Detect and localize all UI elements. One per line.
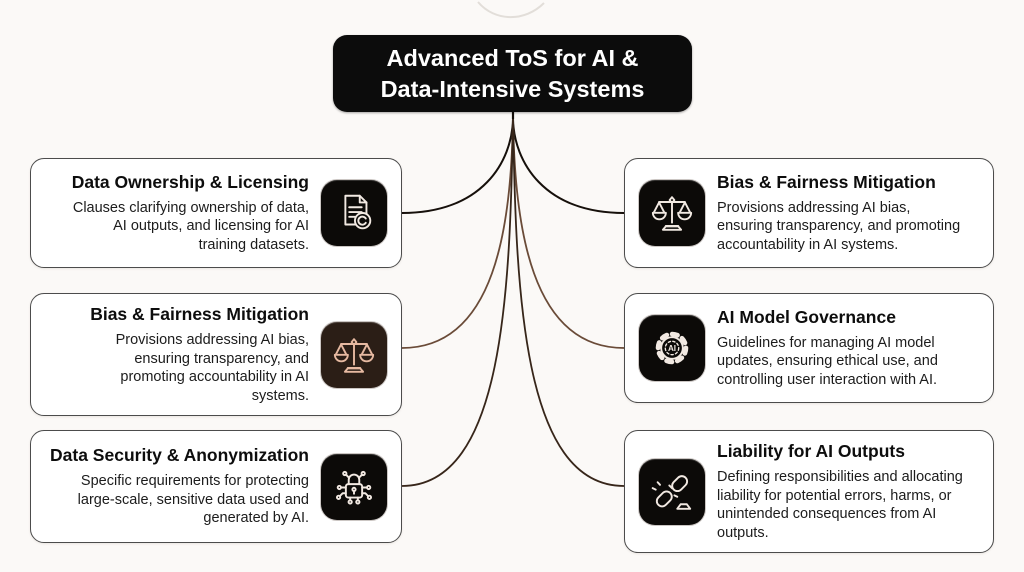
card-heading: Bias & Fairness Mitigation (90, 304, 309, 324)
scales-of-justice-icon (321, 321, 387, 388)
card-data-security-anonymization: Data Security & Anonymization Specific r… (30, 430, 402, 543)
connector-right-top (512, 118, 625, 214)
card-data-ownership-licensing: Data Ownership & Licensing Clauses clari… (30, 158, 402, 268)
root-node: Advanced ToS for AI & Data-Intensive Sys… (333, 35, 692, 112)
card-heading: Data Security & Anonymization (50, 445, 309, 466)
chain-broken-icon (639, 458, 705, 525)
lock-circuit-icon (321, 453, 387, 520)
card-liability-ai-outputs: Liability for AI Outputs Defining respon… (624, 430, 994, 554)
card-body: Defining responsibilities and allocating… (717, 469, 963, 541)
top-faint-arc (477, 1, 545, 19)
gear-ai-icon: AI (639, 315, 705, 381)
card-heading: AI Model Governance (717, 306, 896, 327)
connector-right-bottom (512, 118, 625, 487)
card-ai-model-governance: AI AI Model Governance Guidelines for ma… (624, 293, 994, 403)
card-body: Clauses clarifying ownership of data, AI… (72, 199, 309, 253)
card-heading: Data Ownership & Licensing (71, 171, 309, 192)
scales-of-justice-icon (639, 180, 705, 246)
connector-left-middle (401, 118, 514, 349)
gear-ai-label: AI (668, 344, 676, 353)
document-copyright-icon (321, 180, 387, 246)
card-body: Provisions addressing AI bias, ensuring … (717, 199, 961, 253)
card-body: Provisions addressing AI bias, ensuring … (115, 332, 309, 404)
root-title-line1: Advanced ToS for AI & (386, 44, 639, 71)
card-bias-fairness-mitigation-left: Bias & Fairness Mitigation Provisions ad… (30, 293, 402, 417)
connector-right-middle (512, 118, 625, 349)
card-bias-fairness-mitigation-right: Bias & Fairness Mitigation Provisions ad… (624, 158, 994, 268)
card-heading: Bias & Fairness Mitigation (717, 171, 936, 192)
card-body: Guidelines for managing AI model updates… (717, 334, 938, 388)
connector-left-bottom (401, 118, 514, 487)
card-heading: Liability for AI Outputs (717, 441, 905, 461)
root-title-line2: Data-Intensive Systems (380, 75, 645, 102)
connector-left-top (401, 118, 514, 214)
card-body: Specific requirements for protecting lar… (77, 473, 309, 527)
